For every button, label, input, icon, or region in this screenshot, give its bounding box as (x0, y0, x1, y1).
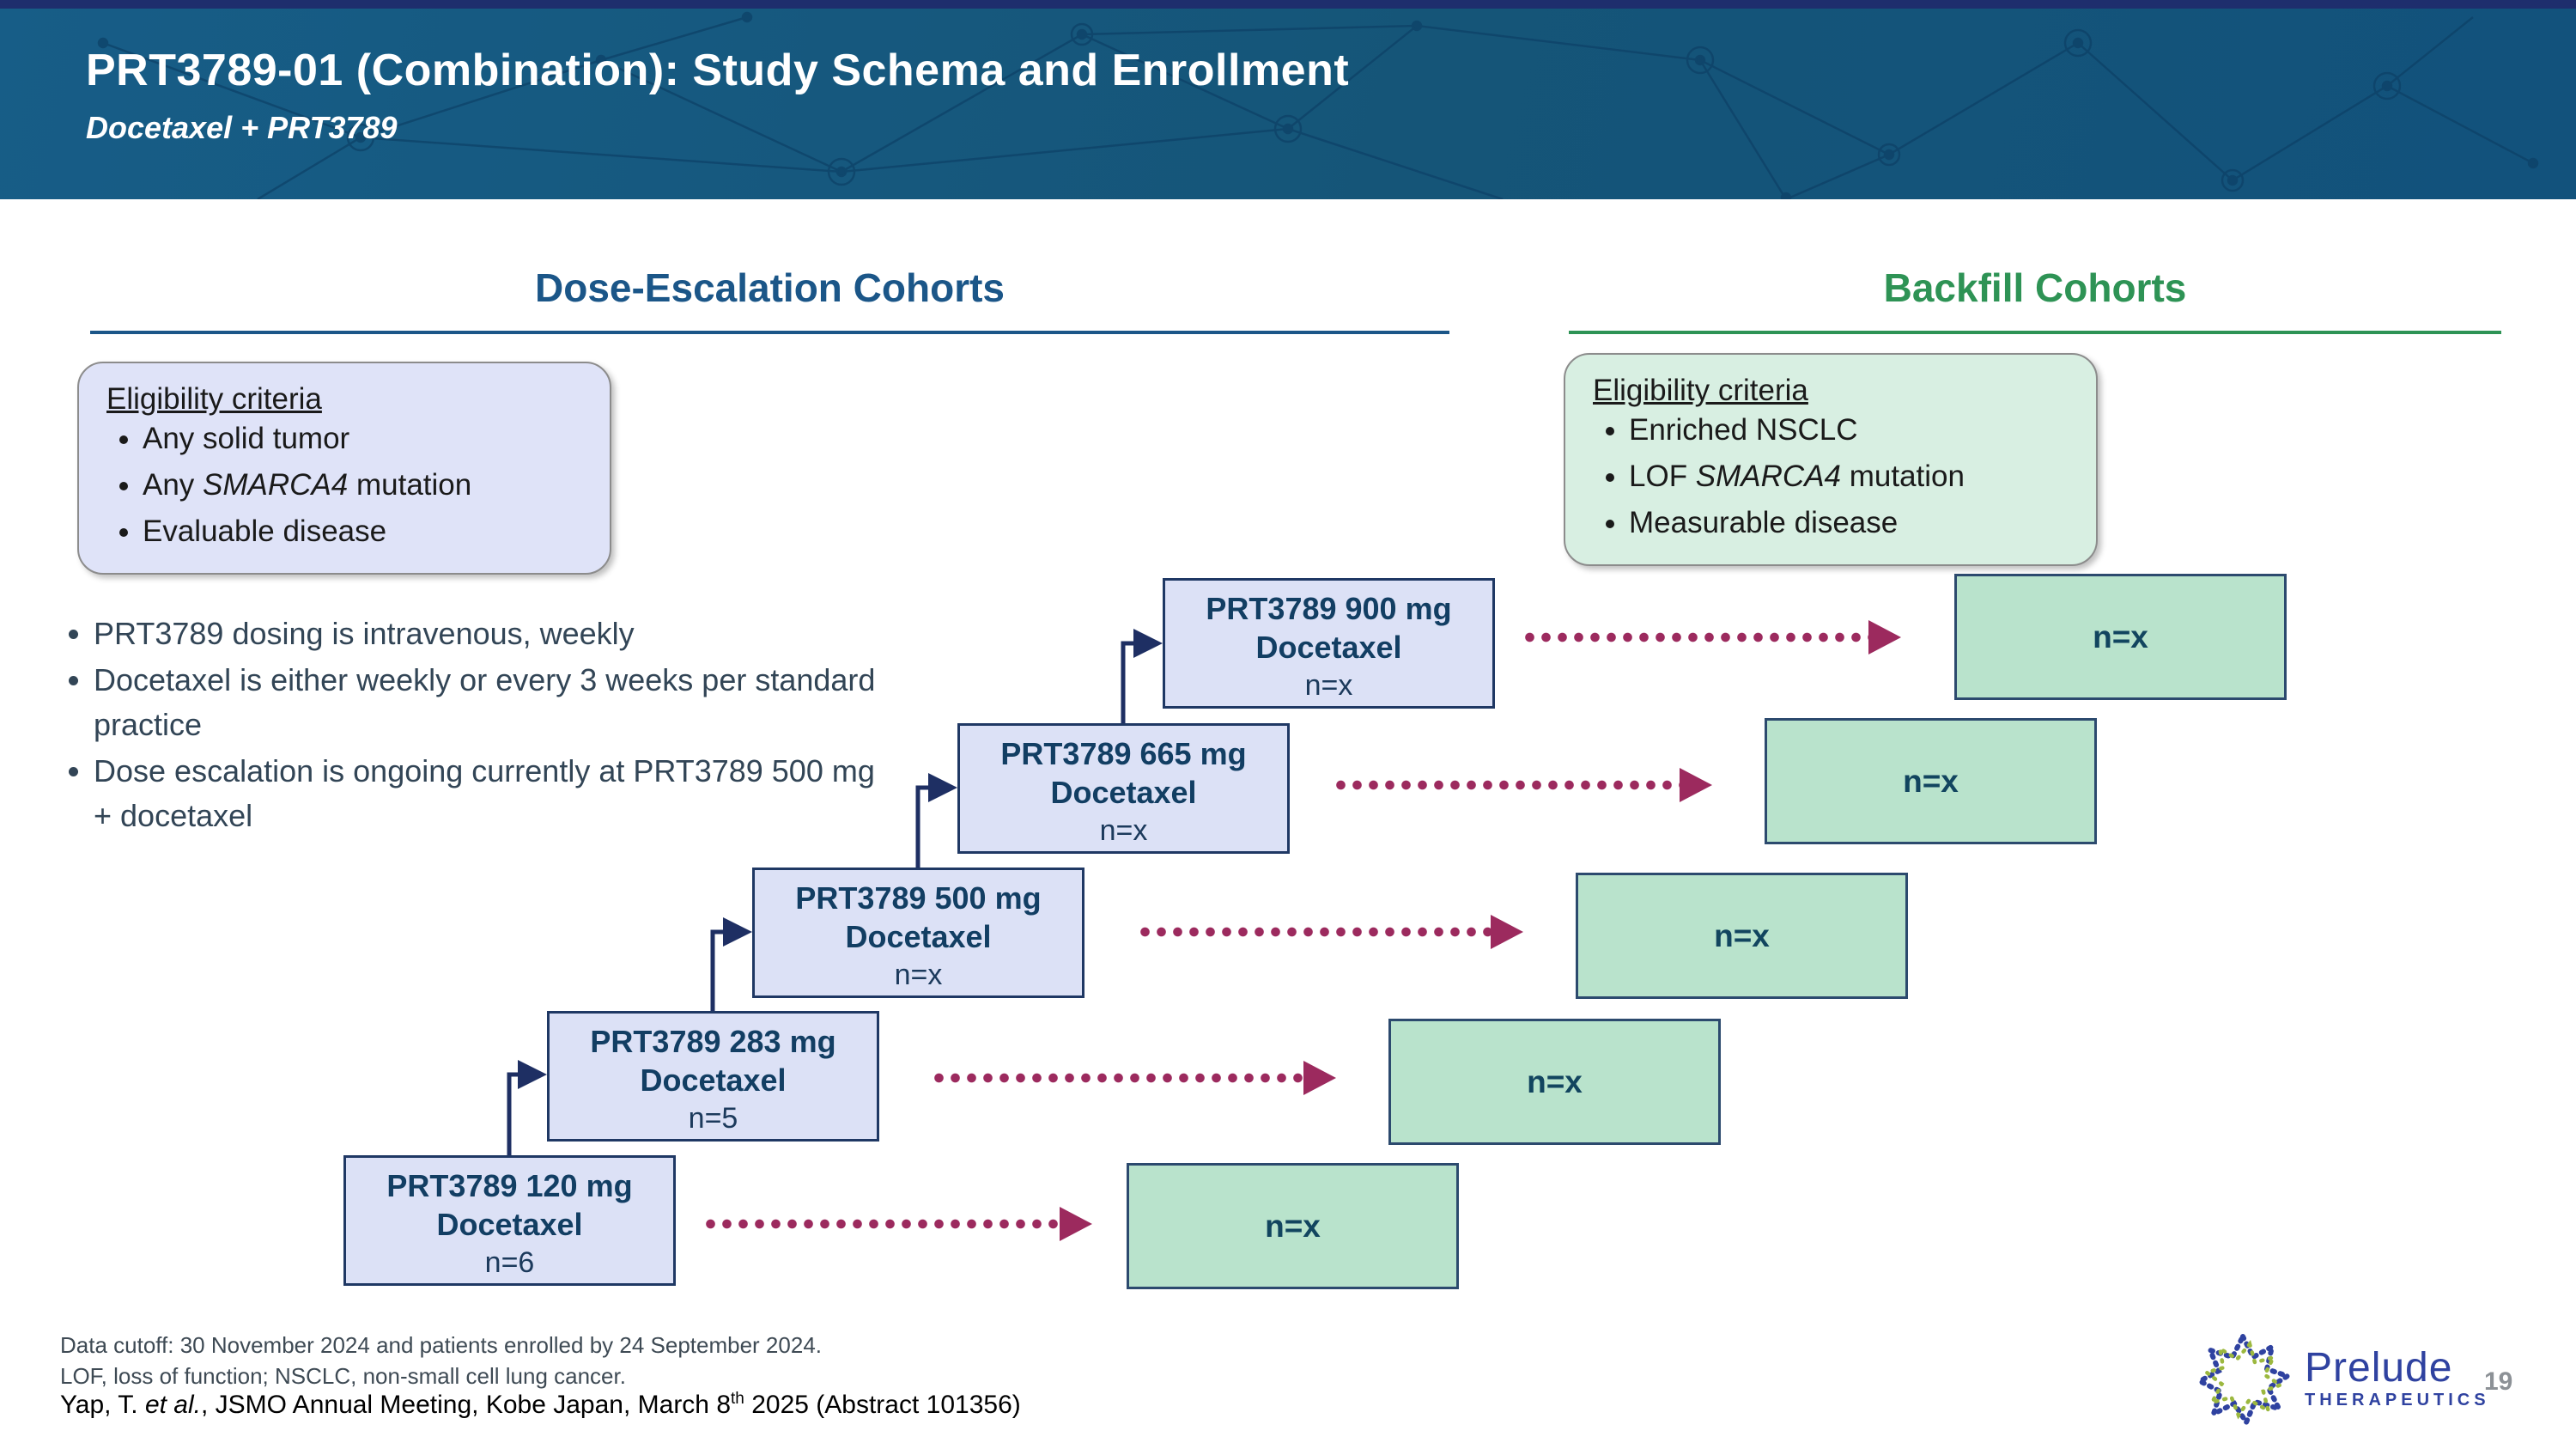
eligibility-item: Any SMARCA4 mutation (143, 468, 601, 502)
eligibility-item: Any solid tumor (143, 422, 601, 456)
connector-120-to-283 (507, 1072, 521, 1155)
dose-cohort-box-500mg: PRT3789 500 mg Docetaxel n=x (752, 868, 1084, 998)
connector-665-to-900 (1121, 641, 1137, 723)
arrowhead (1680, 768, 1712, 802)
connector-500-to-665 (915, 785, 932, 868)
agent-label: Docetaxel (845, 919, 992, 954)
dose-label: PRT3789 283 mg (590, 1024, 836, 1059)
slide-title: PRT3789-01 (Combination): Study Schema a… (86, 46, 1350, 95)
enrollment-count: n=x (1099, 814, 1148, 847)
connector-arrowhead (723, 917, 752, 947)
eligibility-box-dose-escalation: Eligibility criteria Any solid tumor Any… (77, 362, 611, 575)
agent-label: Docetaxel (1255, 630, 1402, 665)
dose-label: PRT3789 120 mg (386, 1168, 633, 1203)
eligibility-item: LOF SMARCA4 mutation (1629, 460, 2087, 494)
network-pattern (97, 11, 2539, 199)
connector-arrowhead (1133, 629, 1163, 658)
arrowhead (1303, 1061, 1336, 1095)
eligibility-box-backfill: Eligibility criteria Enriched NSCLC LOF … (1564, 353, 2098, 566)
prelude-starburst-icon (2194, 1330, 2293, 1428)
dose-label: PRT3789 665 mg (1000, 736, 1247, 771)
dose-label: PRT3789 900 mg (1206, 591, 1452, 626)
enrollment-count: n=x (894, 959, 943, 991)
enrollment-count: n=5 (688, 1102, 738, 1135)
dose-escalation-heading: Dose-Escalation Cohorts (535, 265, 1005, 310)
eligibility-heading: Eligibility criteria (106, 382, 322, 416)
agent-label: Docetaxel (640, 1062, 787, 1098)
footnote-data-cutoff: Data cutoff: 30 November 2024 and patien… (60, 1332, 822, 1358)
backfill-cohort-box-2: n=x (1388, 1019, 1721, 1145)
backfill-cohort-box-4: n=x (1765, 718, 2097, 844)
arrowhead (1491, 915, 1523, 949)
header-banner: PRT3789-01 (Combination): Study Schema a… (0, 9, 2576, 199)
agent-label: Docetaxel (436, 1207, 583, 1242)
enrollment-count: n=6 (484, 1246, 535, 1279)
note-item: Docetaxel is either weekly or every 3 we… (94, 658, 889, 747)
enrollment-count: n=x (1304, 669, 1353, 702)
agent-label: Docetaxel (1050, 775, 1197, 810)
dose-cohort-box-665mg: PRT3789 665 mg Docetaxel n=x (957, 723, 1290, 854)
arrowhead (1060, 1207, 1092, 1241)
page-number: 19 (2484, 1367, 2513, 1396)
citation: Yap, T. et al., JSMO Annual Meeting, Kob… (60, 1390, 1021, 1419)
note-item: Dose escalation is ongoing currently at … (94, 749, 889, 838)
connector-arrowhead (928, 773, 957, 802)
study-notes: PRT3789 dosing is intravenous, weekly Do… (64, 612, 889, 840)
dose-label: PRT3789 500 mg (795, 880, 1042, 916)
note-item: PRT3789 dosing is intravenous, weekly (94, 612, 889, 656)
backfill-cohort-box-1: n=x (1127, 1163, 1459, 1289)
dose-cohort-box-120mg: PRT3789 120 mg Docetaxel n=6 (343, 1155, 676, 1286)
logo-subtext: THERAPEUTICS (2305, 1391, 2490, 1409)
dose-escalation-rule (90, 331, 1449, 334)
footnote-abbreviations: LOF, loss of function; NSCLC, non-small … (60, 1363, 626, 1389)
logo-wordmark: Prelude (2305, 1345, 2453, 1391)
connector-arrowhead (518, 1060, 547, 1089)
eligibility-item: Enriched NSCLC (1629, 413, 2087, 447)
top-strip (0, 0, 2576, 9)
prelude-logo: Prelude THERAPEUTICS (2193, 1330, 2490, 1429)
eligibility-item: Evaluable disease (143, 514, 601, 549)
dose-cohort-box-900mg: PRT3789 900 mg Docetaxel n=x (1163, 578, 1495, 709)
backfill-heading: Backfill Cohorts (1883, 265, 2187, 310)
slide-subtitle: Docetaxel + PRT3789 (86, 110, 398, 145)
dose-cohort-box-283mg: PRT3789 283 mg Docetaxel n=5 (547, 1011, 879, 1142)
eligibility-item: Measurable disease (1629, 506, 2087, 540)
backfill-cohort-box-5: n=x (1954, 574, 2287, 700)
backfill-rule (1569, 331, 2501, 334)
backfill-cohort-box-3: n=x (1576, 873, 1908, 999)
arrowhead (1868, 620, 1901, 654)
connector-283-to-500 (710, 929, 726, 1011)
eligibility-heading: Eligibility criteria (1593, 374, 1808, 407)
